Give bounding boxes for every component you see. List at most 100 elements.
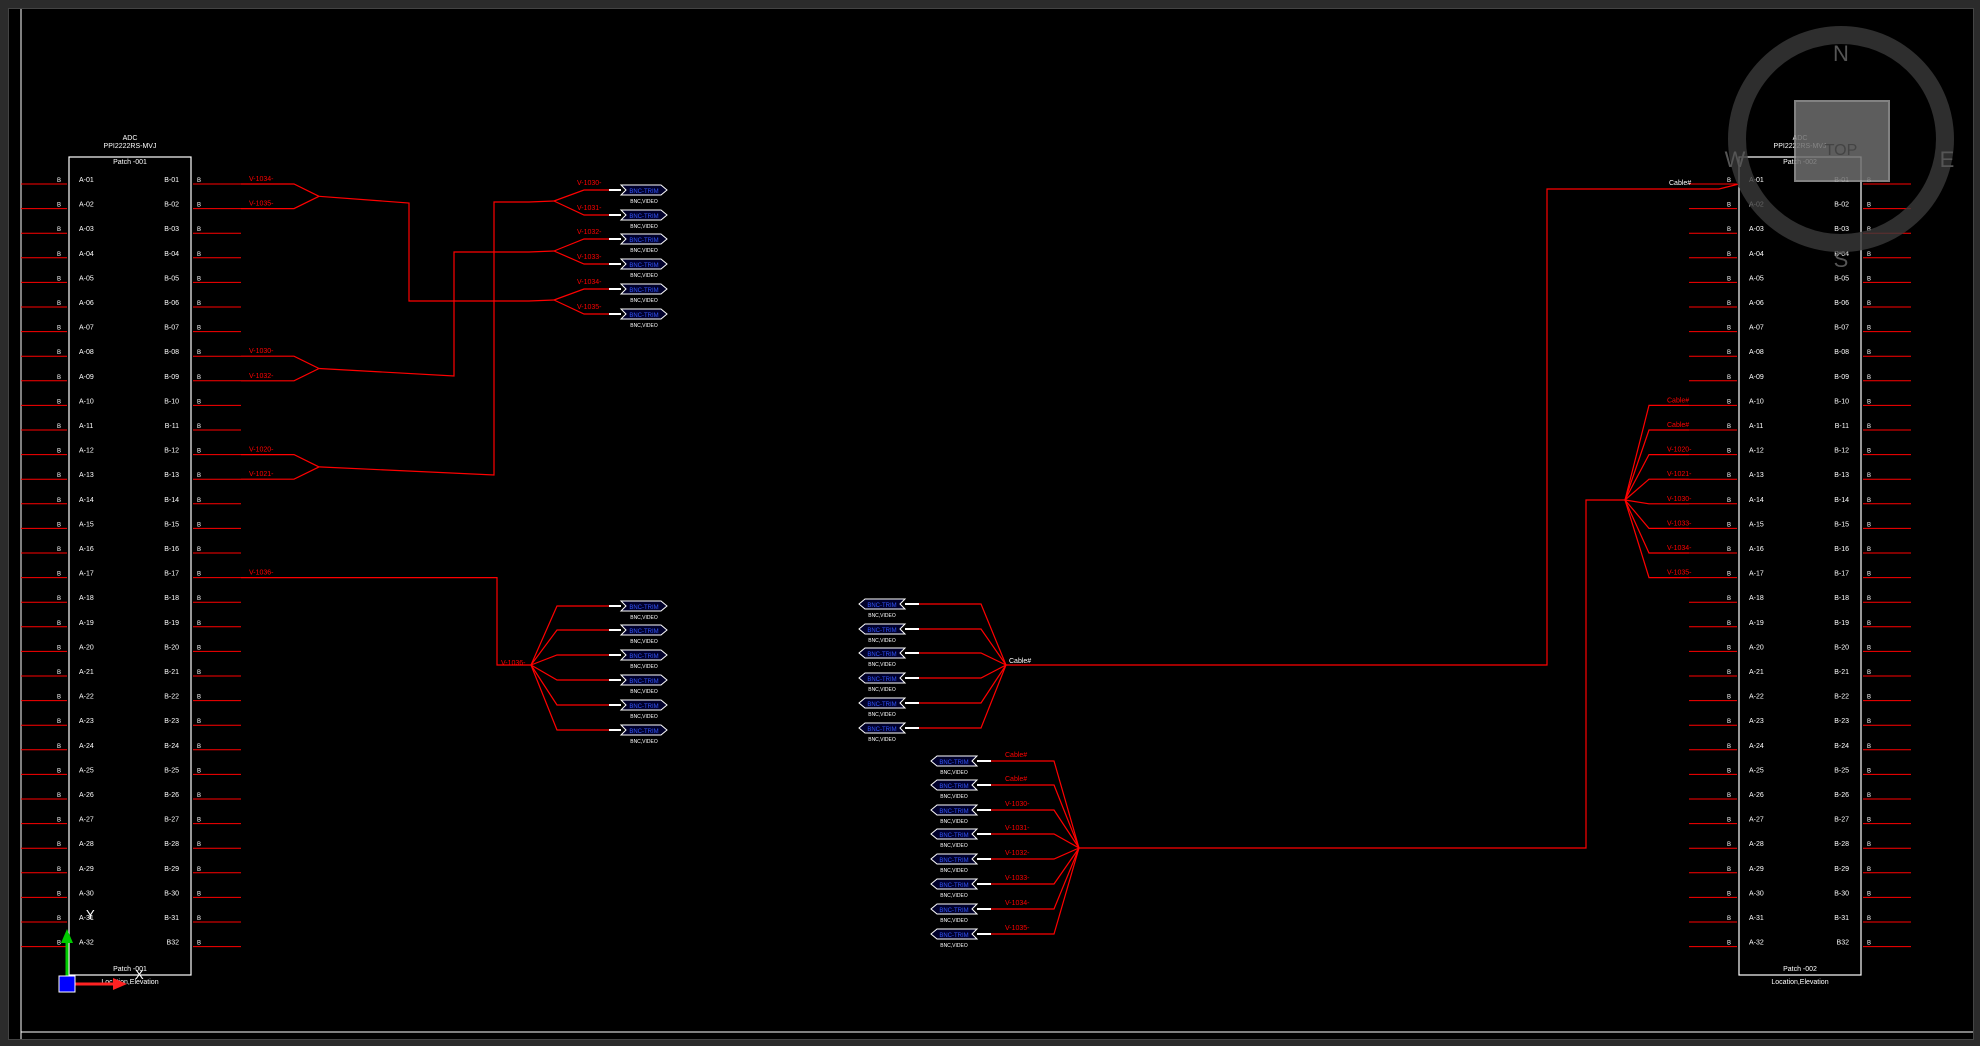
group1-connector-text: BNC-TRIM <box>629 238 658 244</box>
left-a-pin: B <box>57 572 61 578</box>
group4-connector-sub: BNC,VIDEO <box>940 843 968 849</box>
left-a-port-label: A-30 <box>79 890 94 897</box>
left-b-pin: B <box>197 621 201 627</box>
right-fan-label: V-1030- <box>1667 496 1692 503</box>
group4-fan-wire <box>991 847 1080 860</box>
group1-connector-sub: BNC,VIDEO <box>630 323 658 329</box>
left-a-pin: B <box>57 695 61 701</box>
left-b-port-label: B-03 <box>164 226 179 233</box>
left-b-pin: B <box>197 326 201 332</box>
group4-label: V-1033- <box>1005 875 1030 882</box>
group1-connector-sub: BNC,VIDEO <box>630 224 658 230</box>
right-a-port-label: A-26 <box>1749 792 1764 799</box>
left-a-pin: B <box>57 547 61 553</box>
left-a-pin: B <box>57 252 61 258</box>
left-b-port-label: B-16 <box>164 546 179 553</box>
left-footer-name: Patch -001 <box>113 966 147 973</box>
right-a-pin: B <box>1727 449 1731 455</box>
group3-connector <box>858 647 907 659</box>
group1-connector-text: BNC-TRIM <box>629 288 658 294</box>
left-b-pin: B <box>197 350 201 356</box>
right-a-port-label: A-09 <box>1749 374 1764 381</box>
group4-fan-wire <box>991 784 1080 849</box>
right-a-pin: B <box>1727 424 1731 430</box>
group4-fan-wire <box>991 833 1080 849</box>
compass-e: E <box>1940 147 1955 172</box>
left-a-port-label: A-01 <box>79 177 94 184</box>
group1-connector <box>619 233 668 245</box>
group4-fan-wire <box>991 760 1080 849</box>
right-fan-label: V-1034- <box>1667 545 1692 552</box>
group2-connector-text: BNC-TRIM <box>629 704 658 710</box>
left-cable-label: V-1032- <box>249 373 274 380</box>
group4-connector-text: BNC-TRIM <box>939 760 968 766</box>
left-b-pin: B <box>197 941 201 947</box>
bundle-0809-b <box>241 367 320 382</box>
left-a-pin: B <box>57 670 61 676</box>
right-fan-label: V-1033- <box>1667 520 1692 527</box>
right-b-pin: B <box>1867 744 1871 750</box>
left-b-port-label: B-19 <box>164 620 179 627</box>
left-a-port-label: A-03 <box>79 226 94 233</box>
right-a-port-label: A-24 <box>1749 743 1764 750</box>
right-b-port-label: B-24 <box>1834 743 1849 750</box>
right-a-pin: B <box>1727 227 1731 233</box>
right-a-port-label: A-17 <box>1749 571 1764 578</box>
left-a-pin: B <box>57 793 61 799</box>
ucs-x-label: X <box>135 967 144 982</box>
left-b-port-label: B-10 <box>164 398 179 405</box>
right-a-pin: B <box>1727 670 1731 676</box>
left-b-port-label: B-29 <box>164 866 179 873</box>
right-b-port-label: B-07 <box>1834 325 1849 332</box>
right-a-pin: B <box>1727 916 1731 922</box>
right-footer-name: Patch -002 <box>1783 966 1817 973</box>
bundle-01-a <box>241 183 320 197</box>
left-a-port-label: A-13 <box>79 472 94 479</box>
right-b-pin: B <box>1867 768 1871 774</box>
right-b-port-label: B-27 <box>1834 817 1849 824</box>
left-b-pin: B <box>197 547 201 553</box>
group1-connector-text: BNC-TRIM <box>629 189 658 195</box>
right-a-pin: B <box>1727 744 1731 750</box>
right-a-port-label: A-12 <box>1749 448 1764 455</box>
left-b-pin: B <box>197 695 201 701</box>
group1-fan-wire <box>553 189 621 202</box>
group4-fan-wire <box>991 809 1080 849</box>
left-b-pin: B <box>197 645 201 651</box>
group4-connector-text: BNC-TRIM <box>939 784 968 790</box>
viewcube-top-label: TOP <box>1825 142 1858 159</box>
right-a-port-label: A-28 <box>1749 841 1764 848</box>
left-b-pin: B <box>197 227 201 233</box>
right-a-port-label: A-01 <box>1749 177 1764 184</box>
right-a-pin: B <box>1727 301 1731 307</box>
right-b-port-label: B-14 <box>1834 497 1849 504</box>
right-a-pin: B <box>1727 399 1731 405</box>
group3-connector-sub: BNC,VIDEO <box>868 712 896 718</box>
group3-fan-wire <box>919 652 1007 666</box>
left-b-port-label: B-14 <box>164 497 179 504</box>
left-a-port-label: A-26 <box>79 792 94 799</box>
group4-connector-sub: BNC,VIDEO <box>940 943 968 949</box>
group2-connector-sub: BNC,VIDEO <box>630 689 658 695</box>
left-a-port-label: A-31 <box>79 915 94 922</box>
group3-fan-wire <box>919 664 1007 729</box>
group3-connector-sub: BNC,VIDEO <box>868 613 896 619</box>
group2-connector-text: BNC-TRIM <box>629 605 658 611</box>
left-b-pin: B <box>197 203 201 209</box>
right-a-port-label: A-22 <box>1749 694 1764 701</box>
left-a-port-label: A-06 <box>79 300 94 307</box>
right-a-port-label: A-13 <box>1749 472 1764 479</box>
left-a-port-label: A-14 <box>79 497 94 504</box>
right-a-port-label: A-15 <box>1749 521 1764 528</box>
group2-fan-wire <box>530 664 621 681</box>
left-a-port-label: A-28 <box>79 841 94 848</box>
left-a-port-label: A-16 <box>79 546 94 553</box>
compass-s: S <box>1834 247 1849 272</box>
left-cable-label: V-1036- <box>249 570 274 577</box>
bundle-17-run <box>241 576 531 666</box>
right-fan-wire <box>1624 404 1689 501</box>
left-a-port-label: A-05 <box>79 275 94 282</box>
right-a-port-label: A-06 <box>1749 300 1764 307</box>
